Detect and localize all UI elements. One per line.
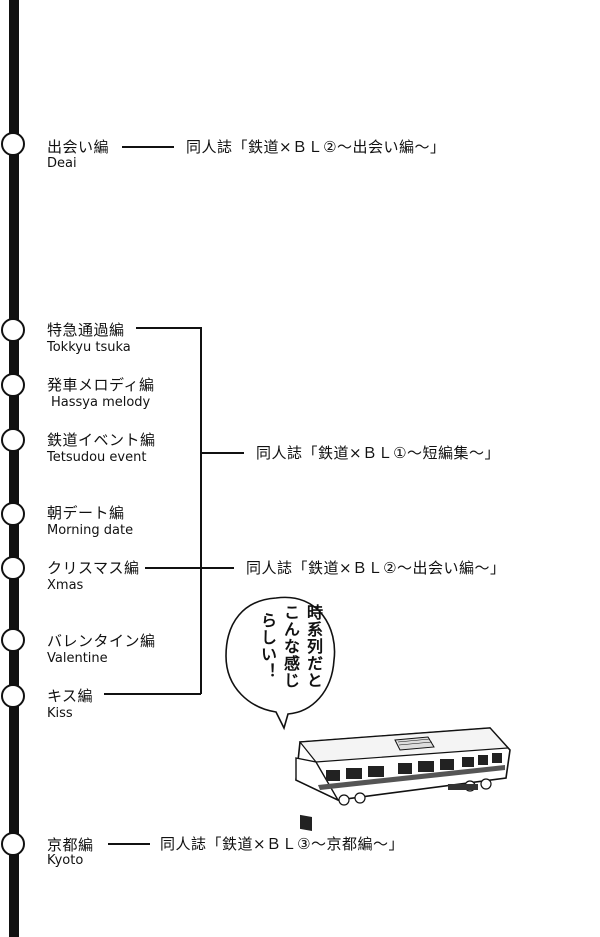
- station-label-hassya-en: Hassya melody: [51, 395, 151, 410]
- connector-deai: [122, 146, 174, 148]
- station-circle-tokkyu: [1, 318, 25, 342]
- station-circle-tetsudou: [1, 428, 25, 452]
- connector-kyoto: [108, 843, 150, 845]
- station-circle-valentine: [1, 628, 25, 652]
- station-circle-kiss: [1, 684, 25, 708]
- connector-xmas: [145, 567, 234, 569]
- station-label-tetsudou-jp: 鉄道イベント編: [47, 431, 156, 449]
- station-label-morning-en: Morning date: [47, 523, 134, 538]
- station-label-kyoto-en: Kyoto: [47, 853, 84, 868]
- station-label-deai-en: Deai: [47, 156, 77, 171]
- bubble-text-line-2: こんな感じ: [281, 604, 300, 689]
- book-label-1: 同人誌「鉄道×ＢＬ①〜短編集〜」: [256, 444, 501, 462]
- book-label-3: 同人誌「鉄道×ＢＬ③〜京都編〜」: [160, 835, 405, 853]
- station-circle-xmas: [1, 556, 25, 580]
- station-circle-morning: [1, 502, 25, 526]
- station-label-hassya-jp: 発車メロディ編: [47, 376, 155, 394]
- station-circle-hassya: [1, 373, 25, 397]
- book-label-2-xmas: 同人誌「鉄道×ＢＬ②〜出会い編〜」: [246, 559, 506, 577]
- station-label-xmas-en: Xmas: [47, 578, 84, 593]
- station-label-tokkyu-en: Tokkyu tsuka: [47, 340, 131, 355]
- bracket-bottom: [104, 693, 201, 695]
- station-label-morning-jp: 朝デート編: [47, 504, 125, 522]
- bracket-top: [136, 327, 201, 329]
- station-label-valentine-jp: バレンタイン編: [47, 632, 156, 650]
- station-circle-deai: [1, 132, 25, 156]
- station-label-kyoto-jp: 京都編: [47, 836, 94, 854]
- bubble-text-line-1: 時系列だと: [304, 604, 323, 689]
- bubble-text-line-3: らしい！: [258, 612, 277, 680]
- bracket-vertical: [200, 327, 202, 694]
- station-circle-kyoto: [1, 832, 25, 856]
- station-label-valentine-en: Valentine: [47, 651, 108, 666]
- station-label-tetsudou-en: Tetsudou event: [47, 450, 147, 465]
- book-label-2-top: 同人誌「鉄道×ＢＬ②〜出会い編〜」: [186, 138, 446, 156]
- station-label-kiss-jp: キス編: [47, 687, 94, 705]
- station-label-deai-jp: 出会い編: [47, 138, 110, 156]
- connector-book1: [200, 452, 244, 454]
- station-label-xmas-jp: クリスマス編: [47, 559, 140, 577]
- station-label-kiss-en: Kiss: [47, 706, 73, 721]
- station-label-tokkyu-jp: 特急通過編: [47, 321, 125, 339]
- timeline-rail: [9, 0, 19, 937]
